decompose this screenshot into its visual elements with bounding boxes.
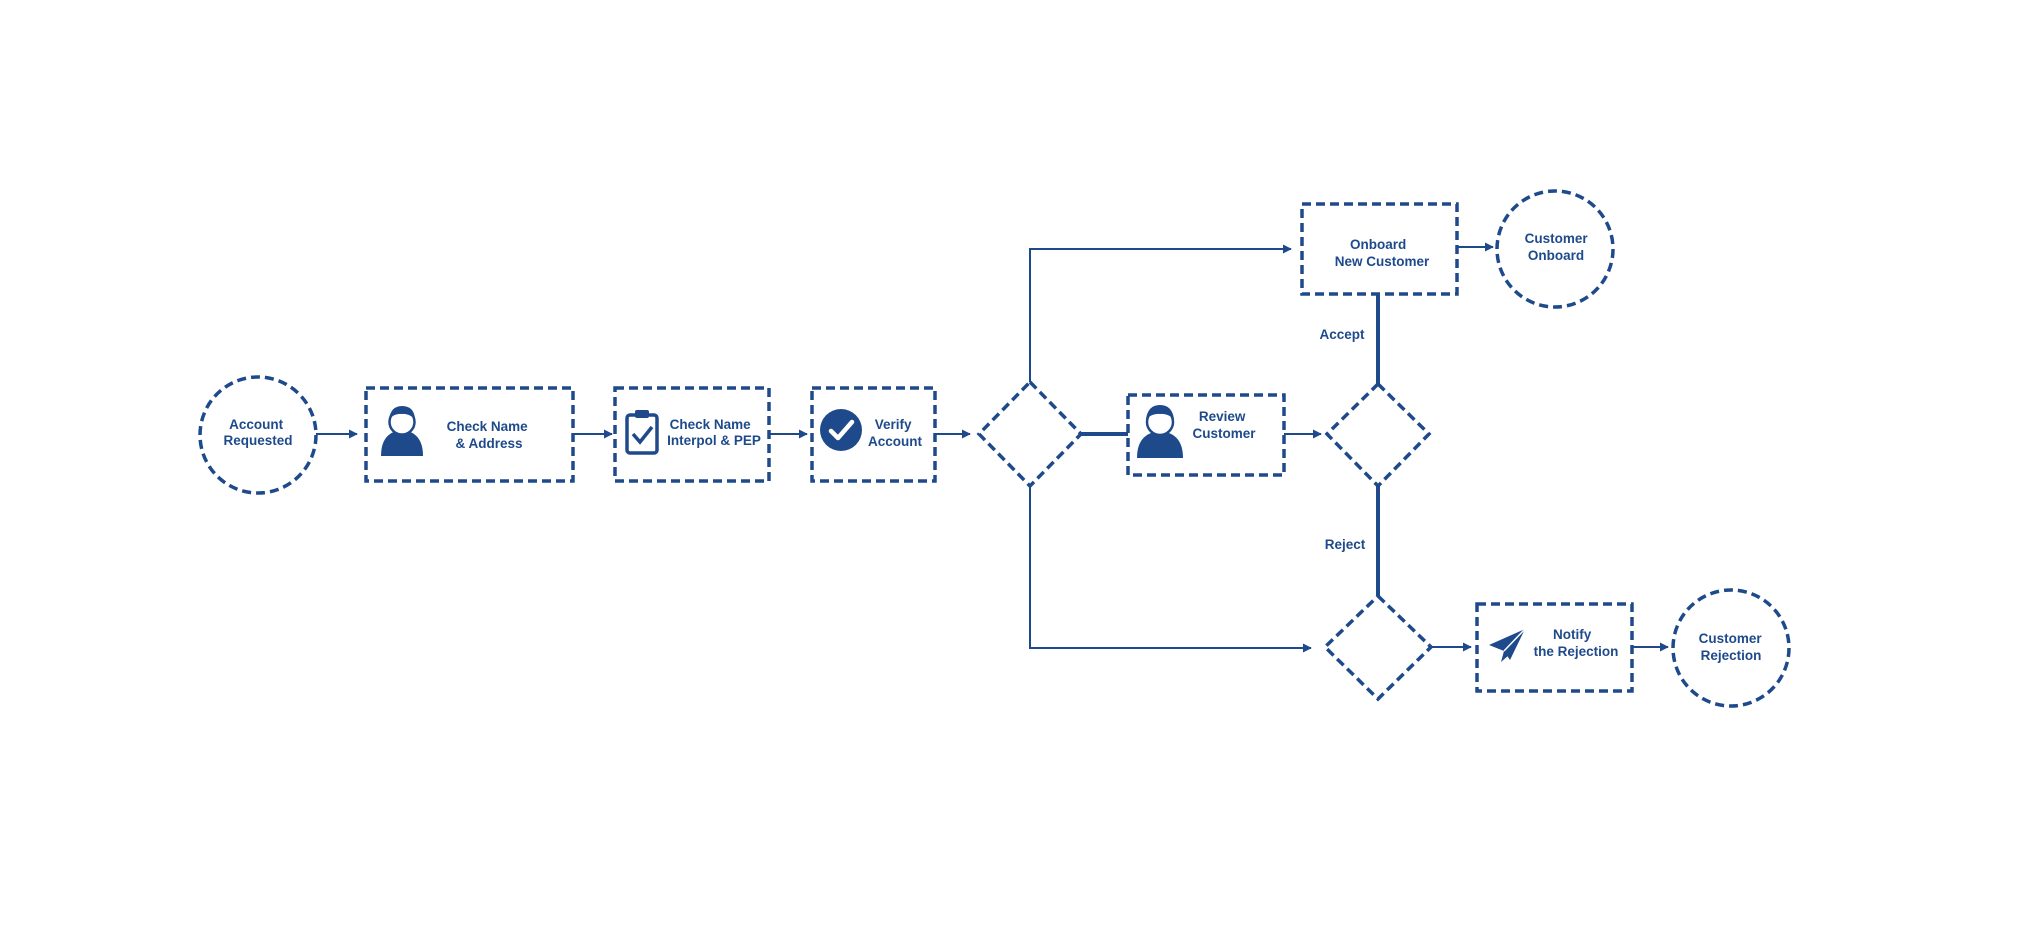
notify-rejection-line1: Notify bbox=[1553, 627, 1592, 642]
decision-gateway-rejection bbox=[1322, 593, 1434, 702]
decision-gateway-review bbox=[1324, 381, 1432, 489]
svg-text:Account Requested: Account Requested bbox=[223, 417, 292, 448]
clipboard-check-icon bbox=[625, 410, 659, 455]
notify-rejection-line2: the Rejection bbox=[1534, 644, 1619, 659]
svg-text:Notify the Rejection: Notify the Rejection bbox=[1534, 627, 1619, 659]
svg-text:Customer Rejection: Customer Rejection bbox=[1699, 631, 1766, 663]
onboard-new-customer-line2: New Customer bbox=[1335, 254, 1430, 269]
svg-text:Check Name Interpol & PE: Check Name Interpol & PEP bbox=[667, 417, 761, 448]
user-icon bbox=[381, 406, 423, 456]
reject-label: Reject bbox=[1325, 537, 1366, 552]
check-name-address-line1: Check Name bbox=[447, 419, 529, 434]
task-check-name-address: Check Name & Address bbox=[364, 386, 575, 483]
check-name-interpol-line1: Check Name bbox=[670, 417, 752, 432]
svg-text:Onboard New Customer: Onboard New Customer bbox=[1335, 237, 1430, 269]
verify-account-line2: Account bbox=[868, 434, 923, 449]
verify-account-line1: Verify bbox=[875, 417, 912, 432]
review-customer-line1: Review bbox=[1199, 409, 1246, 424]
task-check-name-interpol-pep: Check Name Interpol & PEP bbox=[613, 386, 771, 483]
connector-decision-to-reject-gate bbox=[1029, 486, 1312, 653]
user-icon bbox=[1137, 405, 1183, 458]
svg-text:Check Name & Address: Check Name & Address bbox=[447, 419, 532, 451]
end-event-customer-rejection: Customer Rejection bbox=[1671, 588, 1791, 708]
check-name-interpol-line2: Interpol & PEP bbox=[667, 433, 761, 448]
paper-plane-icon bbox=[1489, 628, 1526, 662]
task-verify-account: Verify Account bbox=[810, 386, 937, 483]
check-name-address-line2: & Address bbox=[455, 436, 522, 451]
svg-text:Verify Account: Verify Account bbox=[868, 417, 923, 449]
customer-rejection-line2: Rejection bbox=[1701, 648, 1762, 663]
task-onboard-new-customer: Onboard New Customer bbox=[1300, 202, 1459, 296]
task-review-customer: Review Customer bbox=[1126, 393, 1286, 477]
customer-rejection-line1: Customer bbox=[1699, 631, 1763, 646]
start-event-label-line2: Requested bbox=[223, 433, 292, 448]
customer-onboard-line2: Onboard bbox=[1528, 248, 1584, 263]
onboard-new-customer-line1: Onboard bbox=[1350, 237, 1406, 252]
decision-gateway-verification bbox=[976, 379, 1084, 489]
task-notify-rejection: Notify the Rejection bbox=[1475, 602, 1634, 693]
customer-onboard-line1: Customer bbox=[1525, 231, 1589, 246]
start-event-account-requested: Account Requested bbox=[198, 375, 318, 495]
start-event-label-line1: Account bbox=[229, 417, 284, 432]
review-customer-line2: Customer bbox=[1192, 426, 1256, 441]
svg-text:Review Customer: Review Customer bbox=[1192, 409, 1256, 441]
connectors bbox=[315, 242, 1669, 653]
check-circle-icon bbox=[820, 409, 862, 451]
svg-text:Customer Onboard: Customer Onboard bbox=[1525, 231, 1592, 263]
end-event-customer-onboard: Customer Onboard bbox=[1495, 189, 1615, 309]
connector-decision-to-onboard bbox=[1029, 244, 1292, 382]
accept-label: Accept bbox=[1319, 327, 1365, 342]
